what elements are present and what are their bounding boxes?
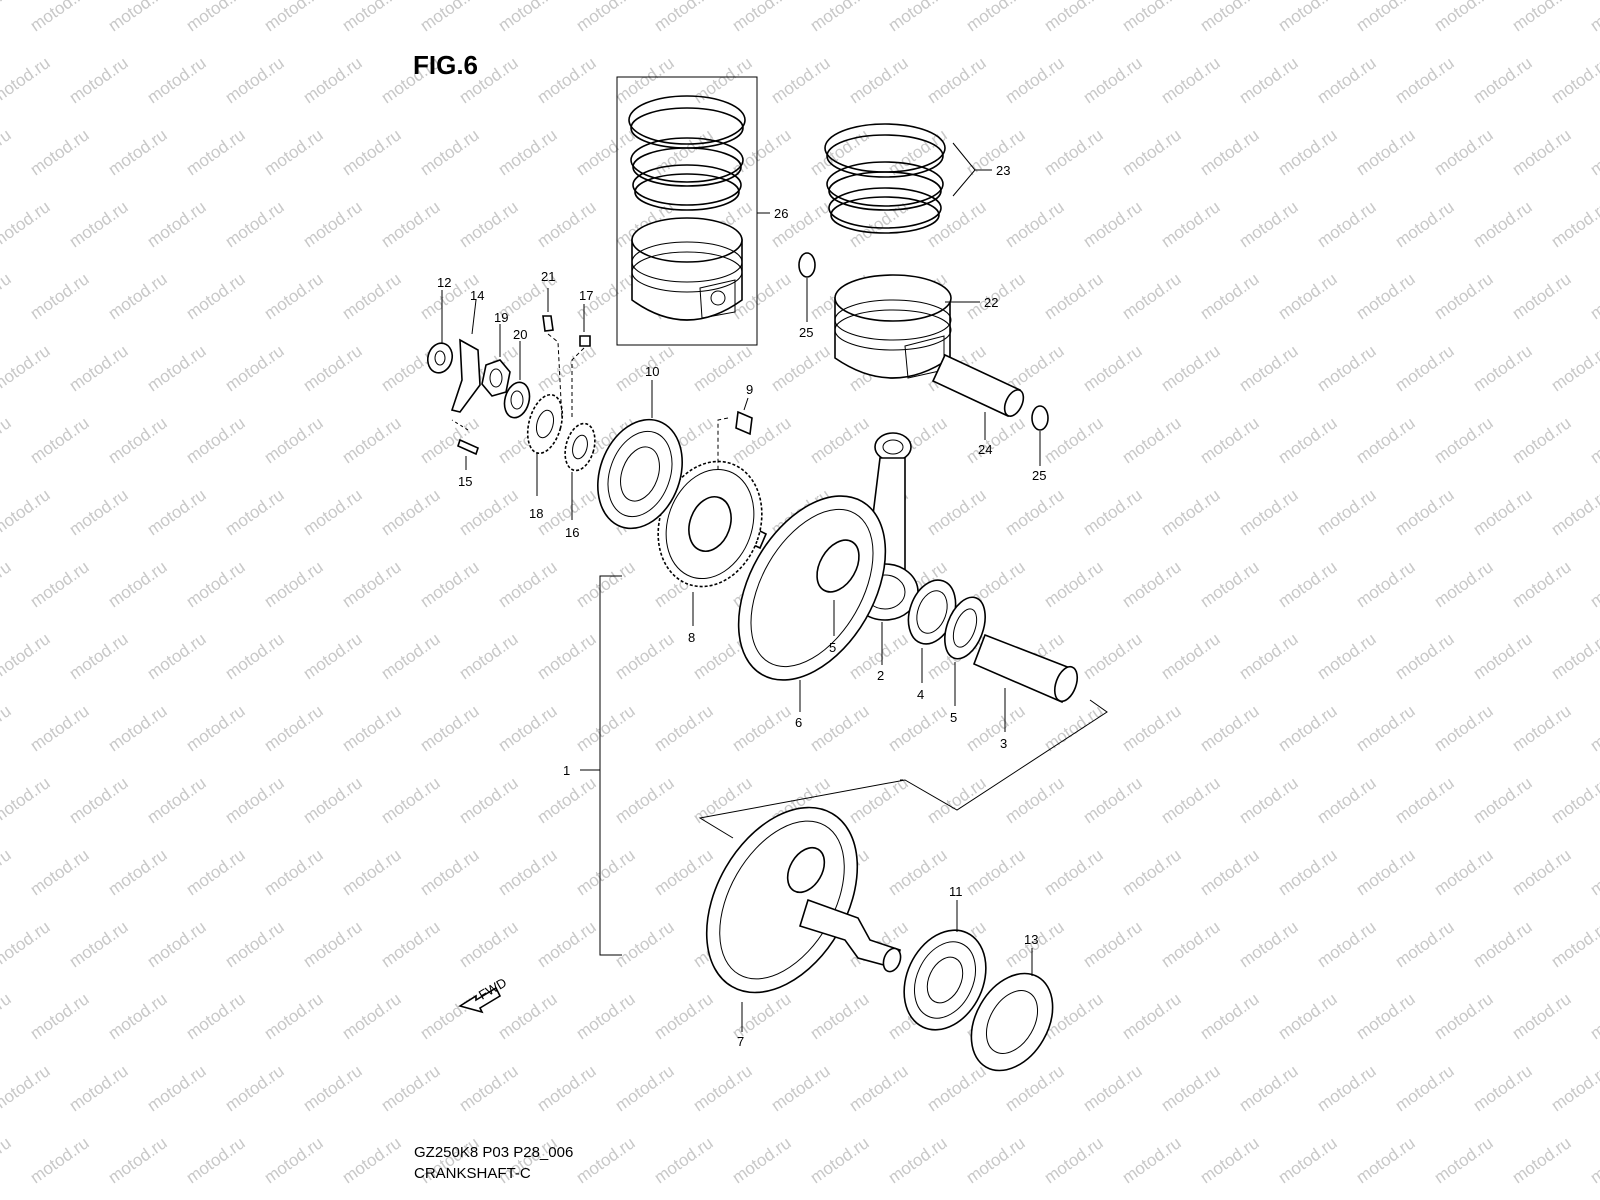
callout-17: 17 [579, 288, 593, 303]
washer-20 [503, 341, 531, 419]
callout-6: 6 [795, 715, 802, 730]
callout-19: 19 [494, 310, 508, 325]
pin-21 [542, 288, 563, 421]
callout-11: 11 [949, 884, 963, 899]
assembly-guide-lines [698, 699, 1108, 839]
callout-4: 4 [917, 687, 924, 702]
piston [834, 274, 980, 379]
diagram-code: GZ250K8 P03 P28_006 [414, 1144, 574, 1161]
primary-drive-gear [657, 460, 763, 626]
piston-kit-box [616, 76, 770, 346]
washer-12 [426, 290, 454, 374]
callout-26: 26 [774, 206, 788, 221]
callout-25-right: 25 [1032, 468, 1046, 483]
bolt-15 [451, 419, 479, 470]
kit-piston [631, 217, 743, 321]
crank-pin [972, 633, 1079, 732]
balancer-drive-gear [526, 393, 564, 496]
callout-7: 7 [737, 1034, 744, 1049]
crankshaft-assembly-bracket [580, 575, 622, 956]
callout-21: 21 [541, 269, 555, 284]
callout-18: 18 [529, 506, 543, 521]
callout-14: 14 [470, 288, 484, 303]
callout-20: 20 [513, 327, 527, 342]
cam-chain-sprocket [564, 422, 596, 520]
pin-17 [571, 304, 591, 420]
woodruff-key [717, 397, 753, 470]
callout-5-left: 5 [829, 640, 836, 655]
diagram-name: CRANKSHAFT-C [414, 1165, 531, 1182]
nut-19 [481, 324, 511, 397]
crank-web-lower [705, 806, 902, 1032]
callout-23: 23 [996, 163, 1010, 178]
callout-1: 1 [563, 763, 570, 778]
callout-3: 3 [1000, 736, 1007, 751]
piston-rings [824, 123, 992, 234]
callout-22: 22 [984, 295, 998, 310]
callout-16: 16 [565, 525, 579, 540]
right-crank-bearing [903, 900, 987, 1031]
callout-13: 13 [1024, 932, 1038, 947]
callout-9: 9 [746, 382, 753, 397]
left-crank-bearing [597, 380, 683, 530]
figure-title: FIG.6 [413, 50, 479, 80]
thrust-washers [833, 596, 986, 706]
callout-2: 2 [877, 668, 884, 683]
lock-plate-14 [450, 299, 481, 413]
callout-8: 8 [688, 630, 695, 645]
callout-15: 15 [458, 474, 472, 489]
callout-25-top: 25 [799, 325, 813, 340]
callout-5-right: 5 [950, 710, 957, 725]
piston-pin-circlips [798, 252, 1049, 466]
oil-seal [970, 948, 1054, 1072]
forward-arrow: FWD [458, 975, 509, 1014]
piston-pin [931, 353, 1025, 440]
crank-web-upper [733, 495, 887, 712]
callout-10: 10 [645, 364, 659, 379]
callout-24: 24 [978, 442, 992, 457]
kit-piston-rings [628, 95, 746, 211]
callout-numbers: 12 14 19 20 21 17 10 9 15 18 16 8 5 2 4 … [437, 163, 1046, 1049]
callout-12: 12 [437, 275, 451, 290]
